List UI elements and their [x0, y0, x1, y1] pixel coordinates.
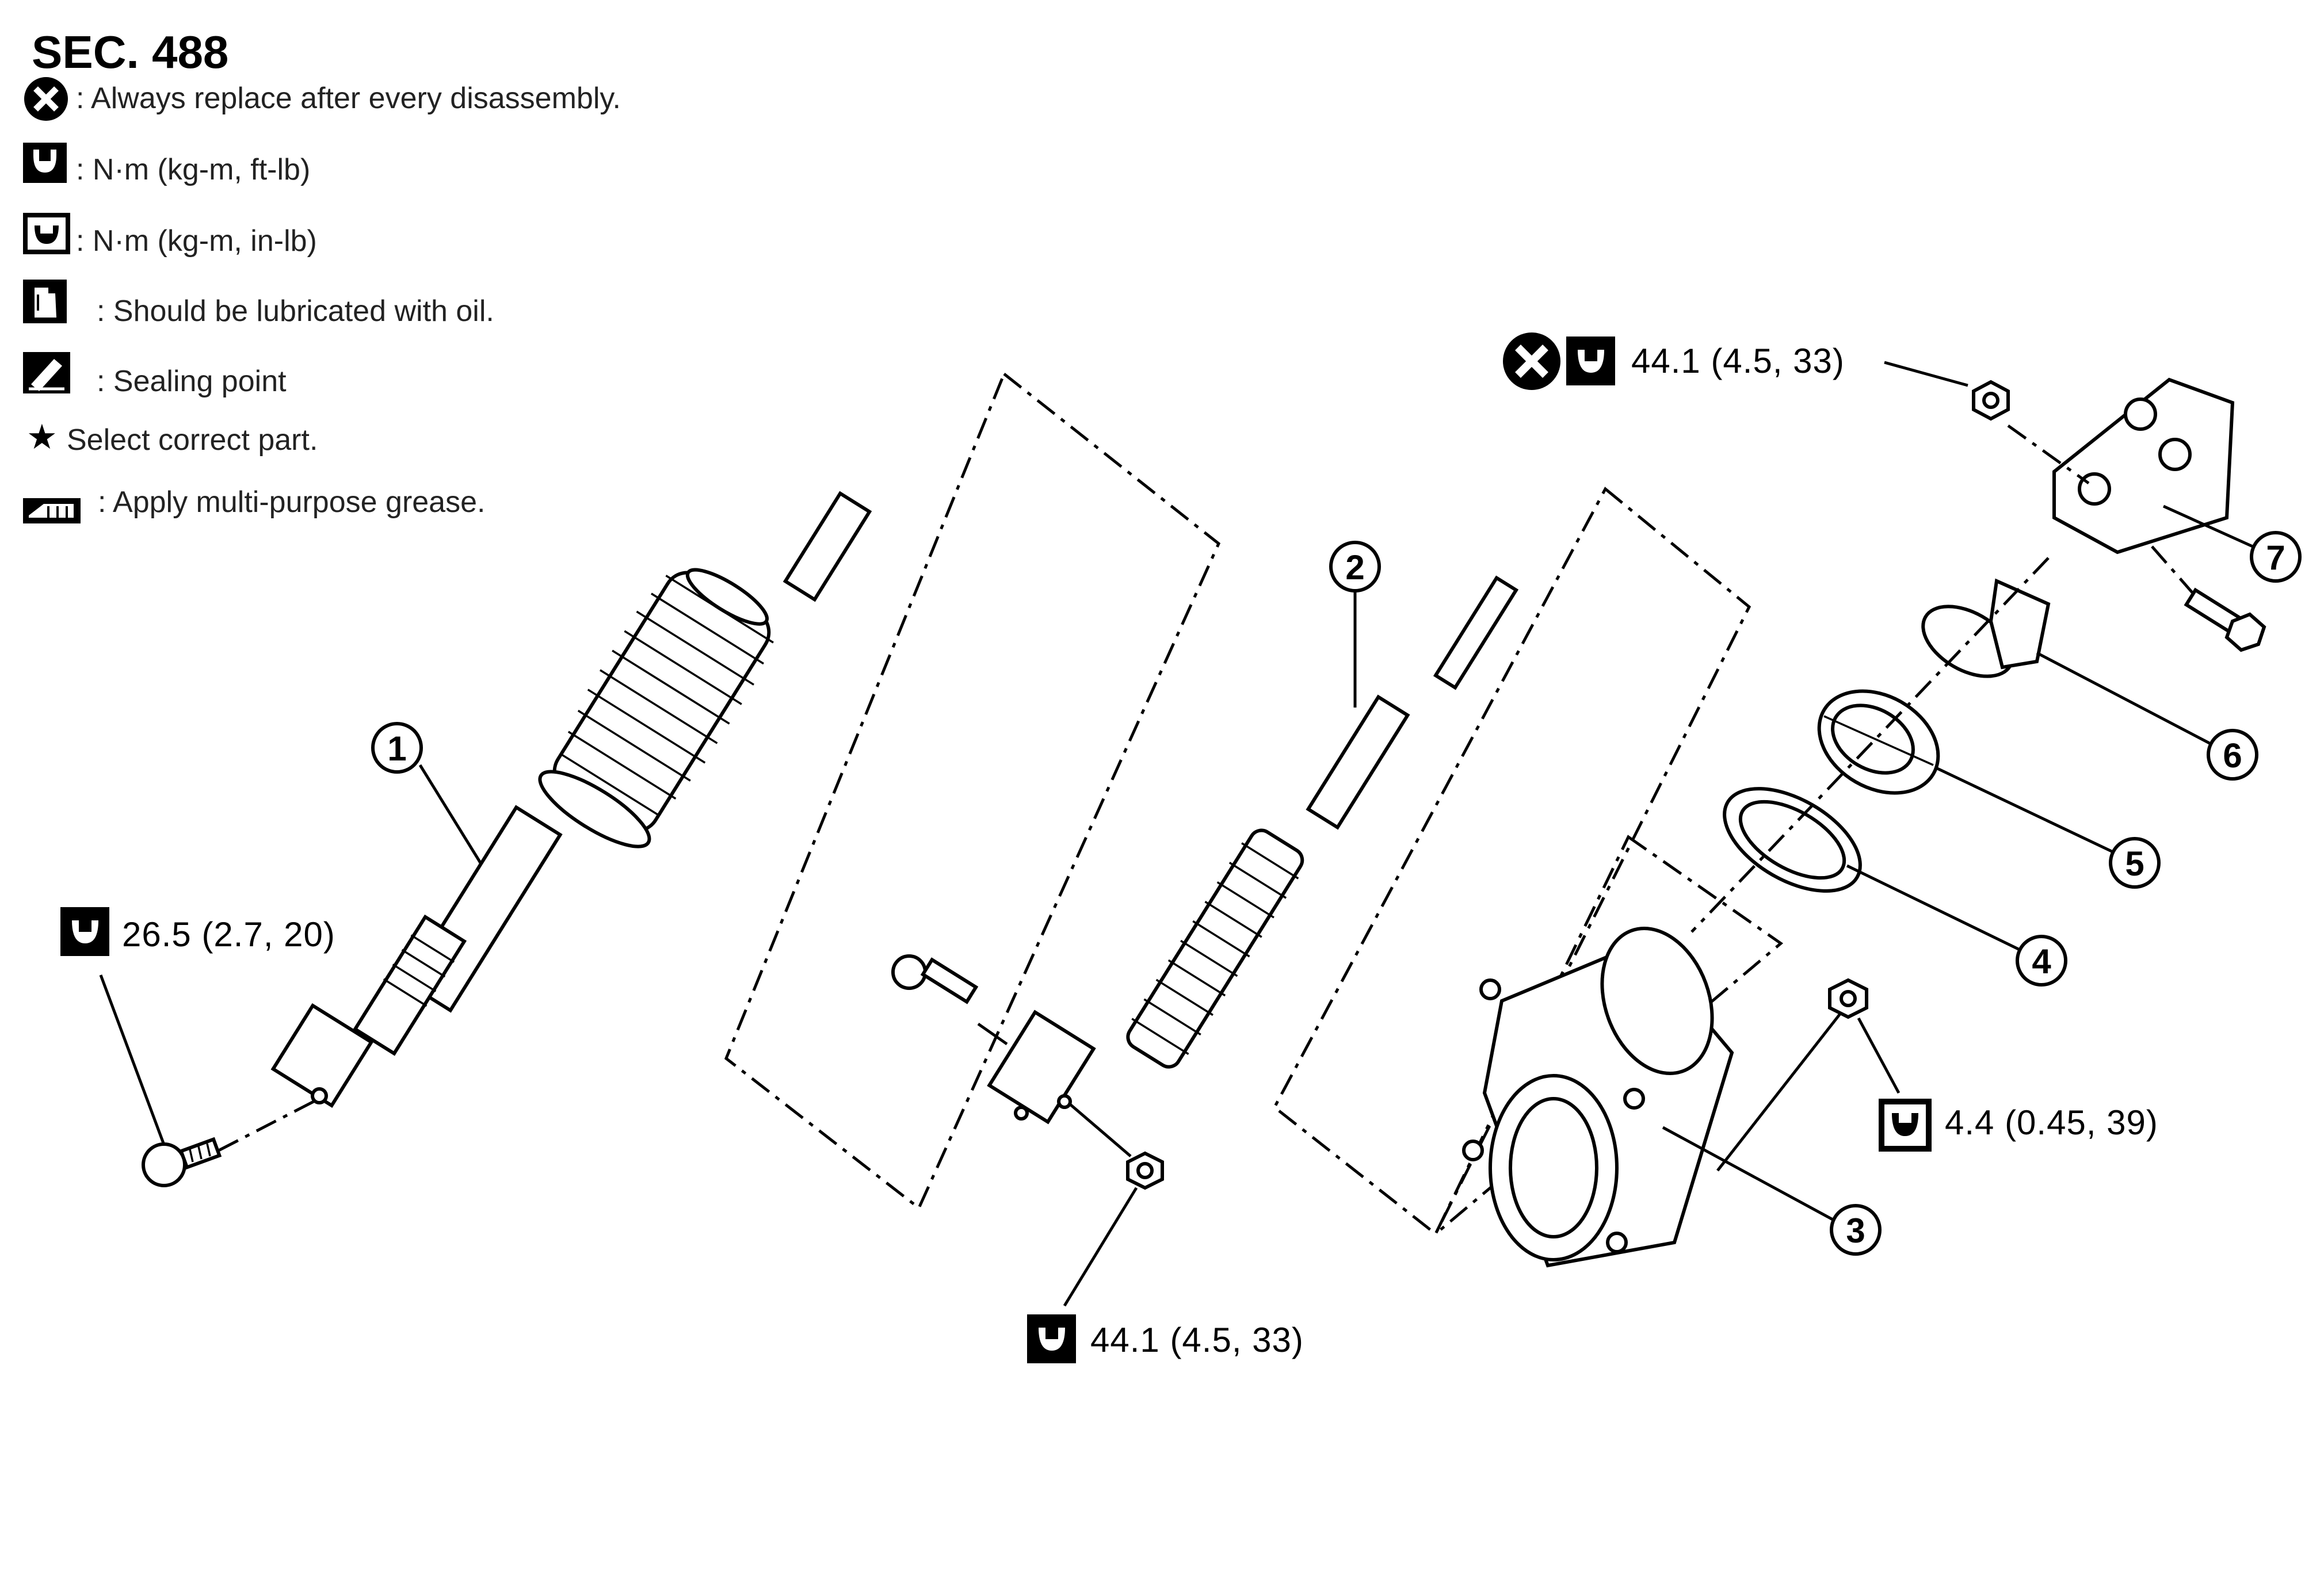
leader-callout-3	[1662, 1126, 1834, 1221]
replace-icon	[24, 77, 68, 121]
torque-wrench-inlb-icon	[23, 213, 70, 254]
section-title: SEC. 488	[32, 26, 228, 78]
callout-1: 1	[371, 722, 423, 774]
svg-text:3: 3	[1846, 1211, 1865, 1250]
leader-callout-7	[2162, 504, 2254, 548]
callout-2: 2	[1329, 541, 1381, 592]
leader-callout-5	[1935, 766, 2113, 853]
legend-sealing-text: : Sealing point	[97, 365, 287, 398]
torque-label-t4: 4.4 (0.45, 39)	[1945, 1103, 2158, 1142]
nut-2-axis	[1069, 1103, 1132, 1157]
legend-torque-ftlb-text: : N·m (kg-m, ft-lb)	[76, 153, 310, 186]
part-7-universal-joint	[2052, 377, 2235, 555]
callout-7: 7	[2250, 531, 2302, 583]
callout-6: 6	[2207, 729, 2258, 781]
bolt-part-2	[891, 954, 979, 1004]
leader-callout-6	[2036, 651, 2211, 745]
part-3-housing	[1462, 927, 1734, 1268]
group-box-rack	[724, 371, 1221, 1210]
svg-text:6: 6	[2223, 736, 2242, 775]
torque-icon-t3	[1027, 1314, 1076, 1363]
nut-3-axis	[1716, 1011, 1842, 1172]
part-5-seal	[1817, 689, 1940, 795]
replace-icon-t2	[1503, 332, 1560, 390]
leader-callout-4	[1846, 864, 2020, 951]
bolt-part-1	[142, 1137, 222, 1187]
callout-4: 4	[2016, 935, 2067, 987]
nut-part-3	[1828, 978, 1868, 1019]
part-6-bracket	[1921, 578, 2051, 678]
torque-icon-t4	[1879, 1099, 1932, 1152]
grease-icon	[23, 498, 81, 523]
legend-grease-text: : Apply multi-purpose grease.	[98, 485, 485, 519]
torque-label-t3: 44.1 (4.5, 33)	[1090, 1321, 1304, 1359]
callout-5: 5	[2109, 837, 2161, 889]
svg-text:2: 2	[1345, 548, 1364, 587]
oil-can-icon	[23, 280, 67, 323]
column-axis	[1690, 557, 2050, 933]
sealing-point-icon	[23, 352, 70, 393]
bolt-1-axis	[217, 1100, 315, 1152]
bolt-2-axis	[977, 1022, 1008, 1046]
svg-text:1: 1	[387, 729, 406, 768]
torque-icon-t2	[1566, 337, 1615, 385]
nut-7-axis	[2007, 424, 2090, 485]
nut-part-7	[1972, 380, 2010, 421]
leader-t1	[99, 974, 166, 1145]
part-2-pinion-shaft	[987, 575, 1519, 1125]
svg-text:7: 7	[2266, 538, 2285, 577]
group-box-pinion	[1272, 487, 1751, 1236]
legend-replace-text: : Always replace after every disassembly…	[76, 82, 621, 115]
torque-label-t1: 26.5 (2.7, 20)	[122, 915, 335, 954]
part-1-steering-gear	[270, 491, 872, 1108]
legend-oil-text: : Should be lubricated with oil.	[97, 295, 494, 328]
leader-callout-1	[418, 764, 482, 864]
bolt-7-axis	[2151, 545, 2193, 594]
star-icon: ★	[26, 418, 58, 456]
leader-t3	[1063, 1187, 1138, 1307]
part-4-ring	[1723, 787, 1862, 893]
legend: : Always replace after every disassembly…	[23, 77, 621, 523]
bolt-part-7	[2184, 587, 2266, 652]
leader-t4	[1857, 1017, 1901, 1094]
legend-torque-inlb-text: : N·m (kg-m, in-lb)	[76, 224, 317, 258]
legend-select-text: Select correct part.	[67, 423, 318, 457]
torque-icon-t1	[60, 907, 109, 956]
torque-label-t2: 44.1 (4.5, 33)	[1631, 342, 1845, 380]
torque-wrench-icon	[23, 143, 67, 183]
svg-text:5: 5	[2125, 844, 2144, 883]
callout-3: 3	[1830, 1204, 1882, 1256]
nut-part-2	[1126, 1151, 1164, 1190]
svg-text:4: 4	[2032, 942, 2051, 981]
leader-t2	[1884, 361, 1968, 387]
